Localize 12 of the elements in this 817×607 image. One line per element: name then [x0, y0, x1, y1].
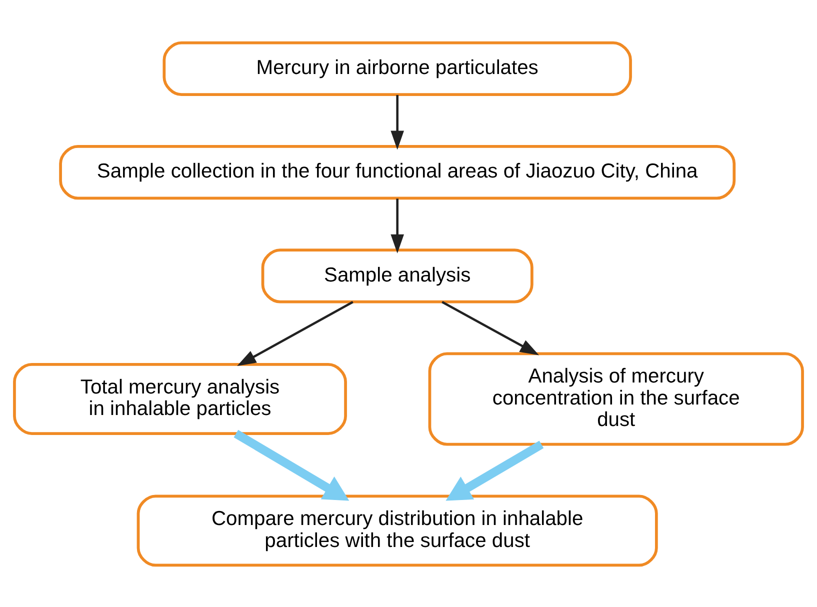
- node-box: Total mercury analysis in inhalable particles: [13, 362, 347, 434]
- node-box: Sample analysis: [261, 248, 534, 303]
- node-box: Sample collection in the four functional areas of Jiaozuo City, China: [59, 144, 736, 200]
- node-box: Analysis of mercury concentration in the surface dust: [428, 352, 804, 446]
- node-box: Compare mercury distribution in inhalable particles with the surface dust: [136, 494, 658, 566]
- arrow: [390, 94, 404, 150]
- arrow: [446, 440, 544, 500]
- node-box: Mercury in airborne particulates: [162, 40, 632, 96]
- arrow: [237, 300, 354, 366]
- arrow: [234, 429, 350, 500]
- arrow: [390, 198, 404, 253]
- arrow: [442, 300, 540, 355]
